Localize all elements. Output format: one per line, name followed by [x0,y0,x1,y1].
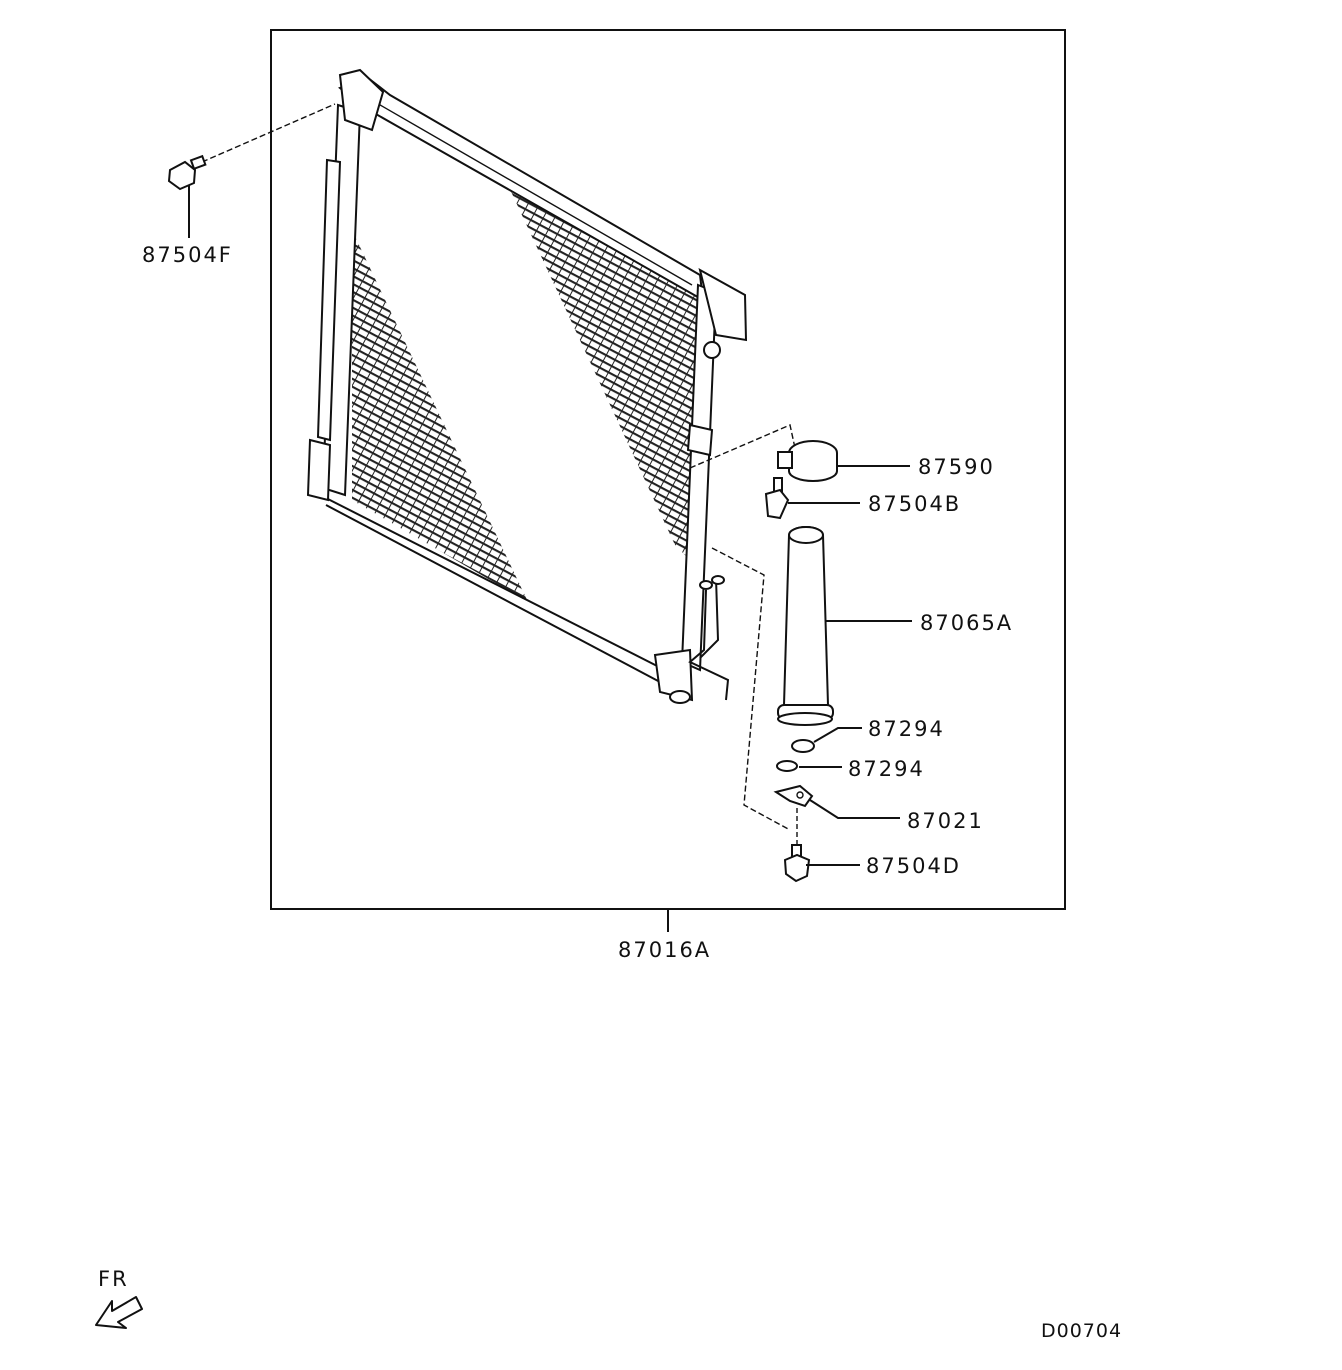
leader-87294-upper [813,727,862,743]
bottom-right-mount [653,648,694,702]
pipe-clamp-part [773,784,814,808]
front-arrow-icon [95,1296,143,1329]
label-87021: 87021 [907,809,984,833]
assembly-label: 87016A [618,938,711,962]
label-87504F: 87504F [142,243,233,267]
lead-bracket [689,424,796,469]
lead-pipe-clamp [711,547,791,831]
label-87504B: 87504B [868,492,961,516]
bracket-part [777,440,838,482]
bolt-bottom-part [783,844,811,883]
top-left-mount [338,68,385,132]
label-87590: 87590 [918,455,995,479]
bolt-top-part [167,154,207,191]
diagram-code: D00704 [1041,1320,1122,1342]
leader-87021 [809,799,900,819]
condenser-core [306,68,748,704]
o-ring-upper-part [791,739,815,753]
label-87294-lower: 87294 [848,757,925,781]
label-87065A: 87065A [920,611,1013,635]
label-87504D: 87504D [866,854,961,878]
top-right-mount [698,268,748,342]
label-87294-upper: 87294 [868,717,945,741]
fin-area-left [352,230,528,602]
lead-bolt-top [201,103,336,163]
fin-area-right [508,185,700,560]
receiver-drier-part [777,526,834,726]
o-ring-lower-part [776,760,798,772]
bolt-bracket-part [764,477,790,520]
direction-label: FR [98,1267,129,1291]
